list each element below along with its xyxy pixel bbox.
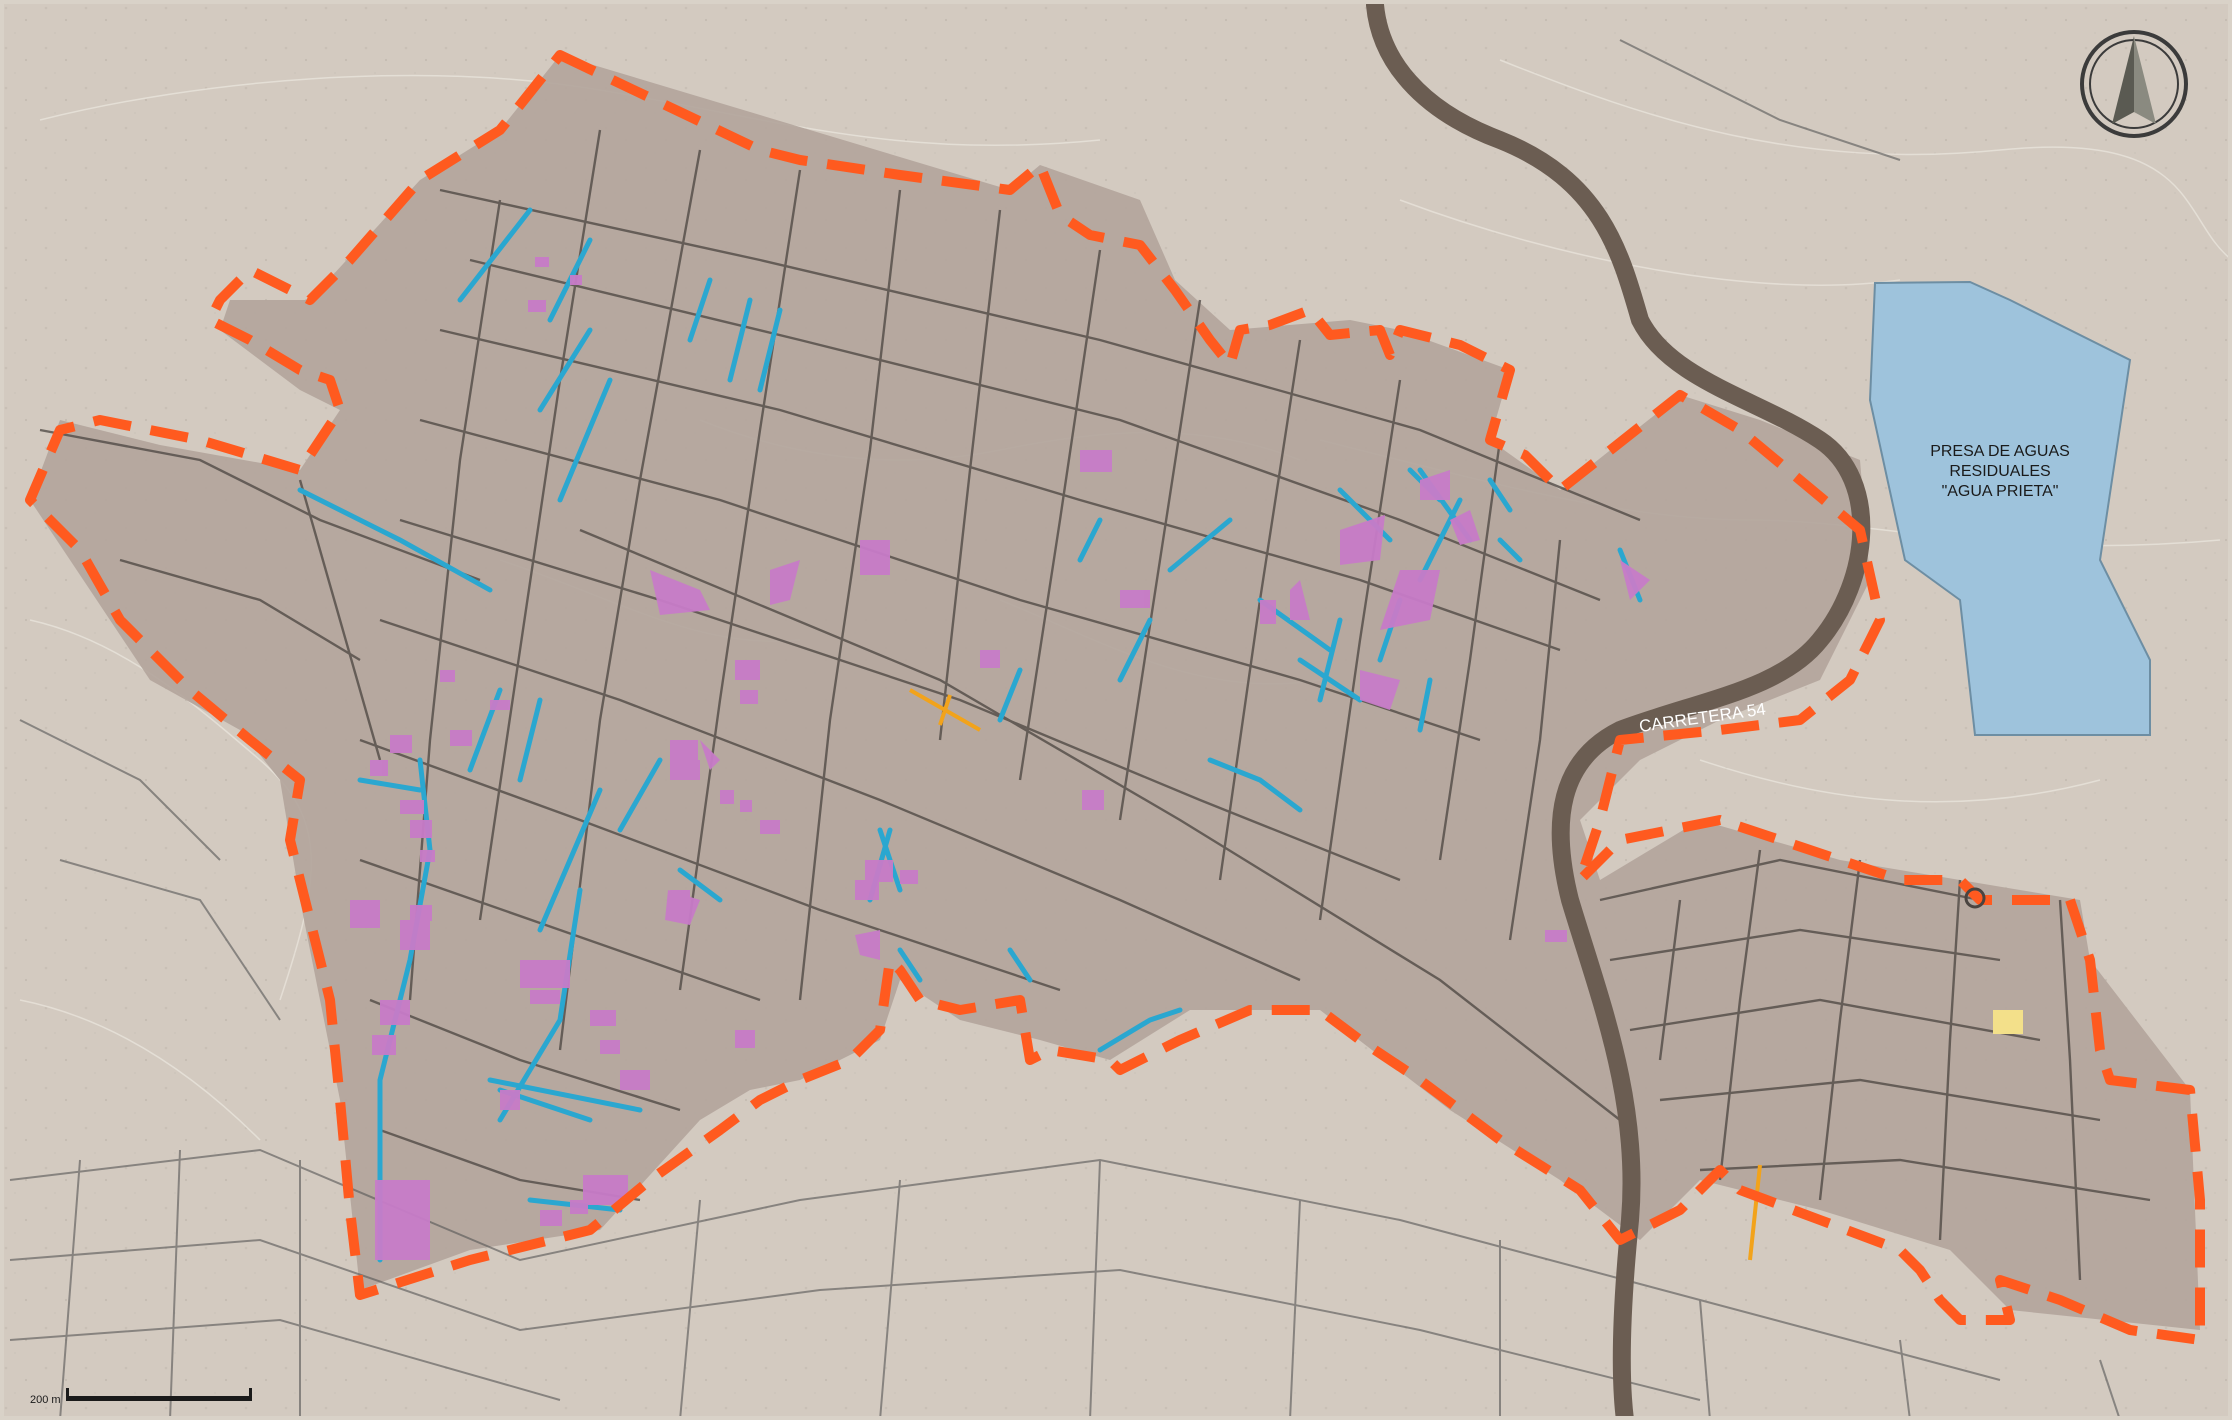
orange-markers	[909, 688, 1762, 1261]
roundabout	[1964, 887, 1986, 909]
highlighted-lots	[350, 257, 1650, 1260]
scale-bar: 200 m	[30, 1388, 252, 1406]
scale-bar-label: 200 m	[30, 1394, 61, 1406]
reservoir-label-line3: "AGUA PRIETA"	[1942, 483, 2059, 500]
north-arrow-icon	[2080, 30, 2188, 138]
highway-carretera-54	[1366, 0, 1871, 1420]
reservoir-label-line2: RESIDUALES	[1949, 463, 2050, 480]
study-area-boundary	[25, 50, 2205, 1345]
yellow-lot	[1993, 1010, 2023, 1034]
reservoir-label: PRESA DE AGUAS RESIDUALES "AGUA PRIETA"	[1930, 443, 2070, 500]
street-network	[39, 129, 2151, 1281]
reservoir-label-line1: PRESA DE AGUAS	[1930, 443, 2070, 460]
study-area-fill	[30, 55, 2200, 1330]
outer-street-network	[9, 39, 2121, 1420]
reservoir-polygon[interactable]	[1868, 280, 2151, 736]
